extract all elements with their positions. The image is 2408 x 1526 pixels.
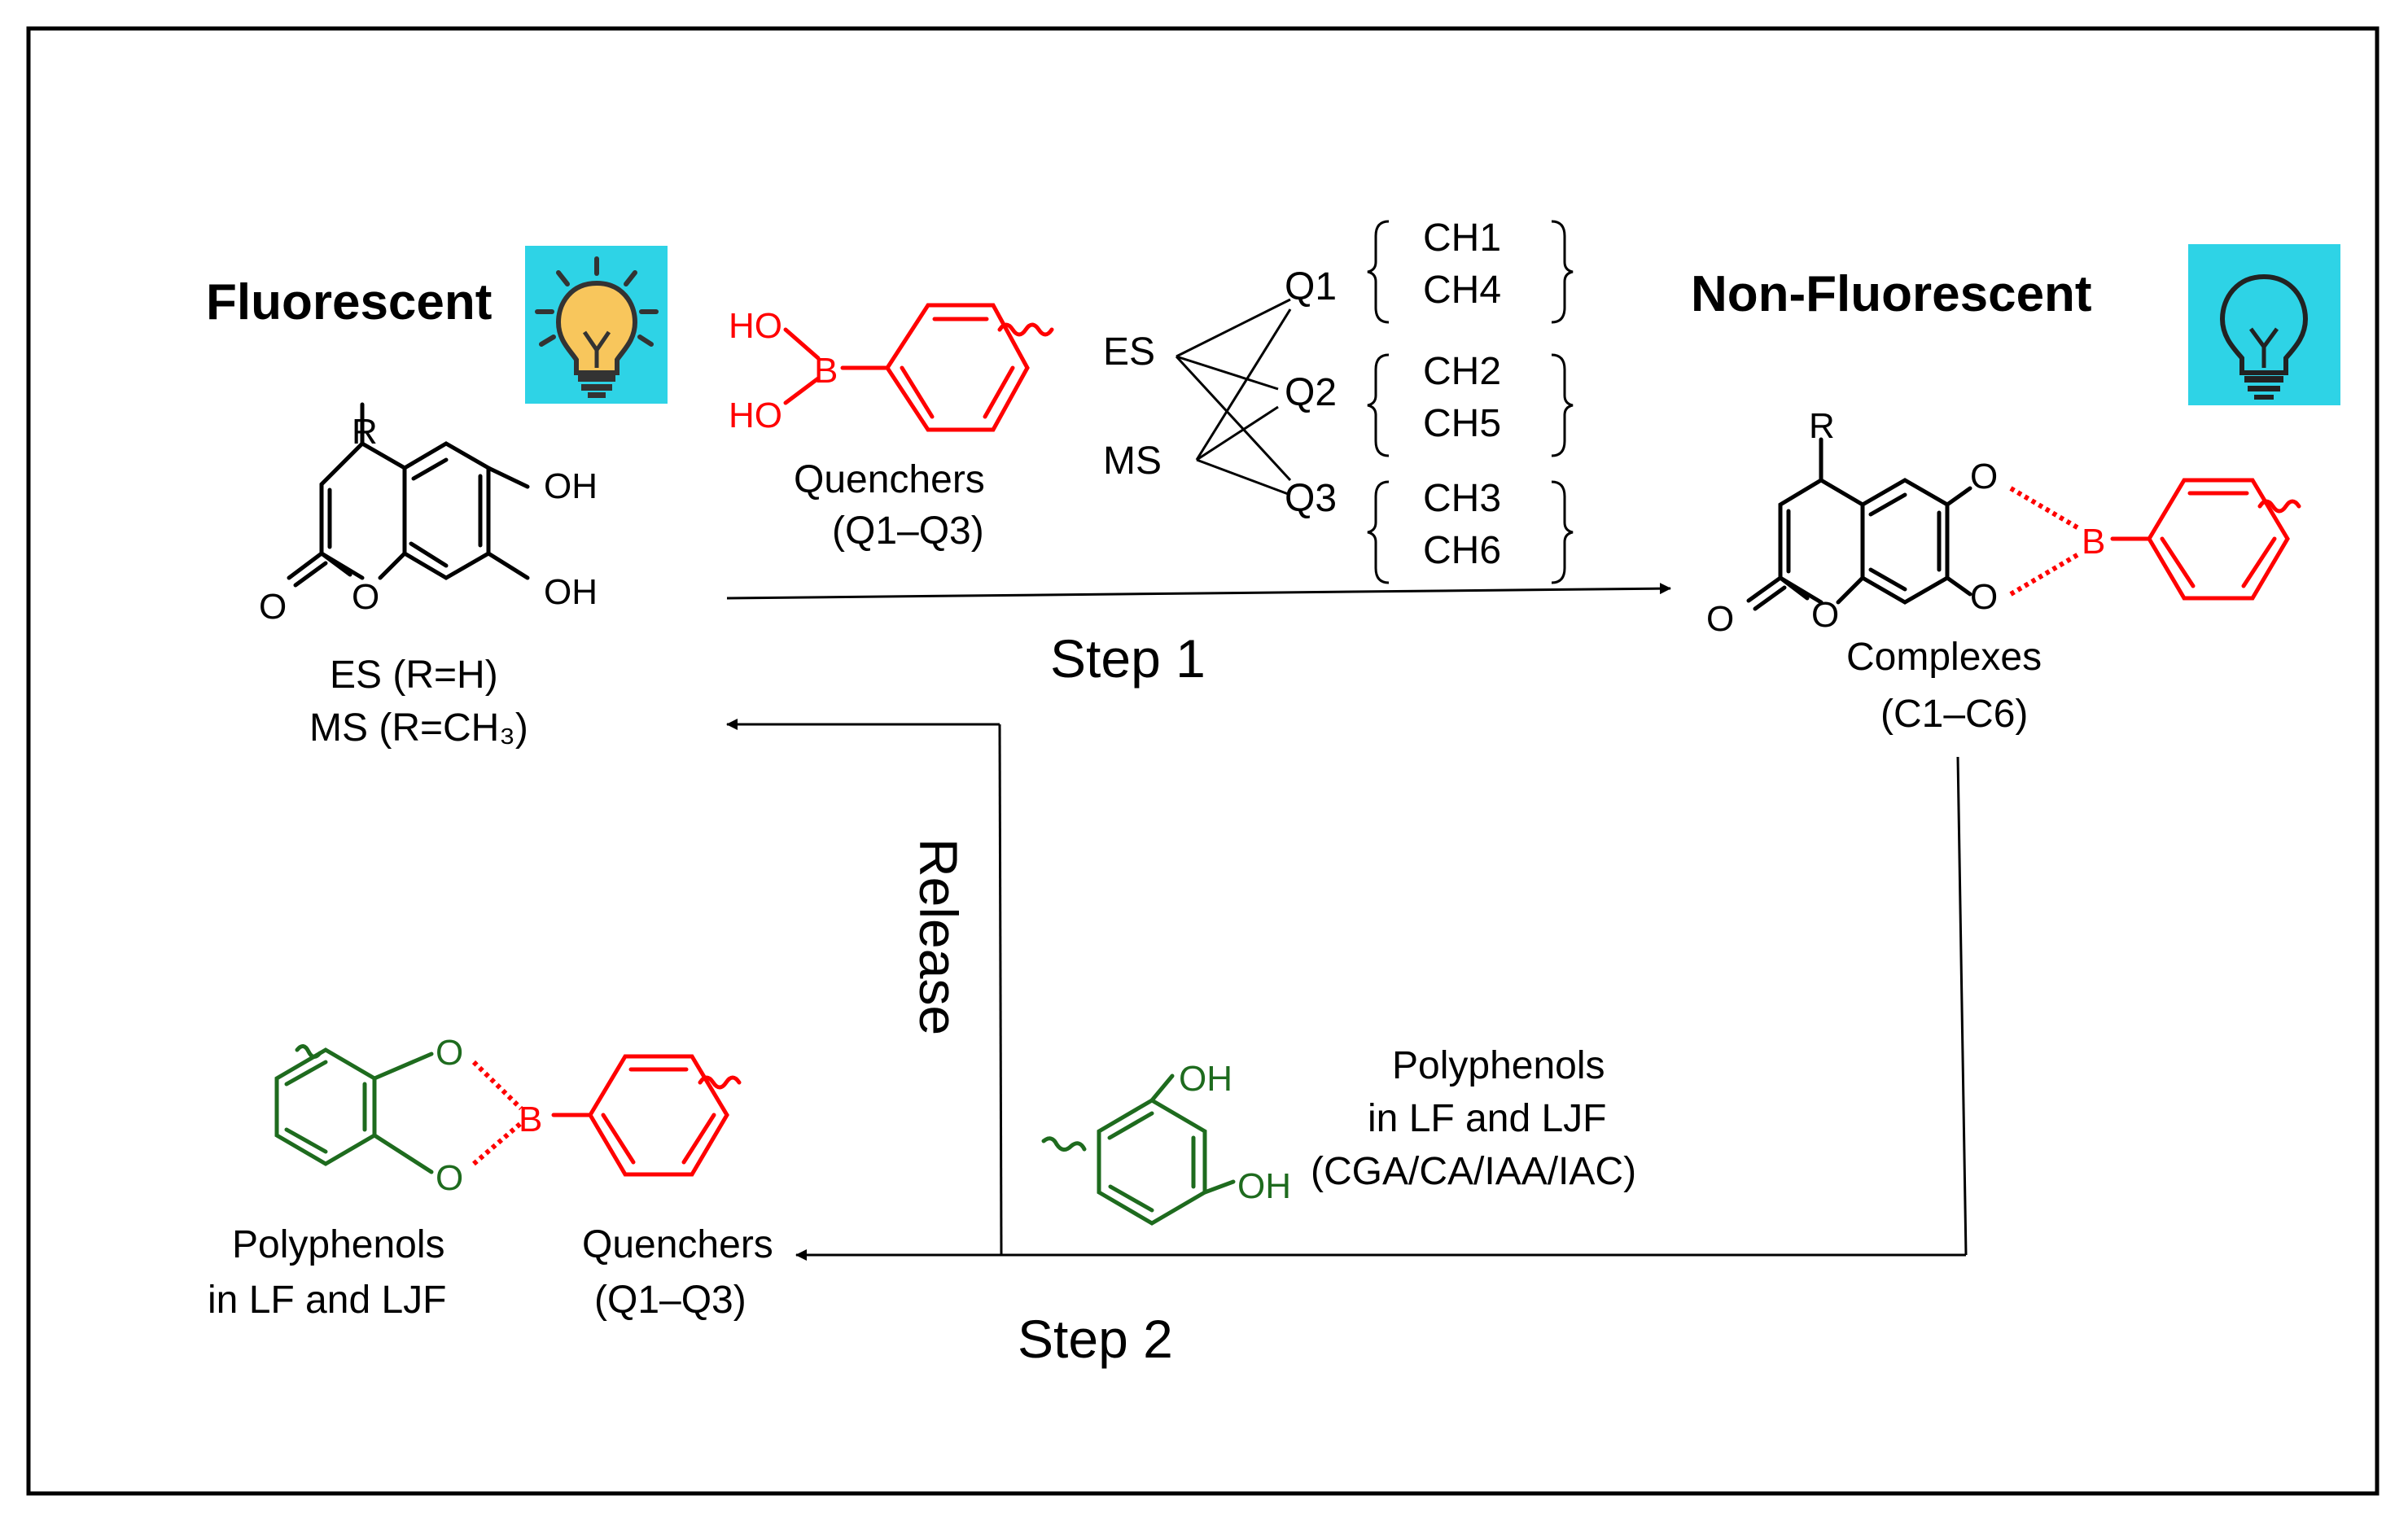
- complex-ring-o: O: [1811, 595, 1839, 635]
- combo-ch6: CH6: [1423, 529, 1501, 572]
- boronic-ho-bottom: HO: [729, 396, 782, 435]
- release-label: Release: [908, 838, 969, 1035]
- product-quenchers-line2: (Q1–Q3): [594, 1279, 746, 1322]
- product-catechol-ring: [274, 1044, 434, 1174]
- product-phenyl: [551, 1054, 742, 1177]
- complex-carbonyl-o: O: [1706, 599, 1734, 639]
- complexes-label: Complexes: [1846, 636, 2042, 679]
- catechol-structure: [1041, 1073, 1236, 1226]
- catechol-oh-top: OH: [1179, 1059, 1232, 1099]
- bulb-off-icon: [2188, 244, 2340, 405]
- product-polyphenols-line2: in LF and LJF: [208, 1279, 446, 1322]
- boronic-b: B: [814, 351, 838, 391]
- combination-lines: [1175, 298, 1292, 496]
- non-fluorescent-title: Non-Fluorescent: [1691, 266, 2092, 322]
- catechol-oh-bottom: OH: [1237, 1166, 1291, 1206]
- combo-q1: Q1: [1285, 265, 1337, 308]
- combo-ms: MS: [1103, 439, 1162, 483]
- product-o-top: O: [436, 1033, 463, 1073]
- combo-ch4: CH4: [1423, 269, 1501, 312]
- combo-ch3: CH3: [1423, 477, 1501, 520]
- quenchers-label: Quenchers: [794, 458, 985, 501]
- combo-es: ES: [1103, 330, 1155, 374]
- quenchers-range: (Q1–Q3): [832, 509, 984, 553]
- release-line: [998, 724, 1003, 1256]
- step1-label: Step 1: [1050, 628, 1206, 689]
- step1-arrow: [726, 583, 1671, 600]
- complex-b: B: [2082, 522, 2105, 562]
- product-polyphenols-line1: Polyphenols: [232, 1223, 445, 1266]
- boronic-acid-structure: [783, 303, 1054, 432]
- combo-q3: Q3: [1285, 477, 1337, 520]
- step2-label: Step 2: [1018, 1309, 1173, 1369]
- es-label: ES (R=H): [330, 654, 498, 697]
- polyphenols-reagent-line3: (CGA/CA/IAA/IAC): [1311, 1150, 1636, 1193]
- step2-right-line: [1956, 756, 1968, 1256]
- complexes-range: (C1–C6): [1880, 693, 2028, 736]
- boronic-ho-top: HO: [729, 306, 782, 346]
- fluorescent-title: Fluorescent: [206, 274, 492, 330]
- product-b: B: [519, 1100, 542, 1139]
- polyphenols-reagent-line2: in LF and LJF: [1368, 1097, 1606, 1140]
- complex-o-bottom: O: [1970, 577, 1998, 617]
- product-quenchers-line1: Quenchers: [582, 1223, 773, 1266]
- combo-ch2: CH2: [1423, 350, 1501, 393]
- coumarin-oh-bottom: OH: [544, 572, 598, 612]
- combo-ch5: CH5: [1423, 402, 1501, 445]
- coumarin-carbonyl-o: O: [259, 587, 287, 627]
- combo-braces: [1367, 220, 1574, 584]
- product-o-bottom: O: [436, 1158, 463, 1198]
- coumarin-oh-top: OH: [544, 466, 598, 506]
- figure-frame: [26, 26, 2380, 1496]
- bulb-on-icon: [525, 246, 668, 404]
- ms-label: MS (R=CH₃): [309, 706, 528, 750]
- complex-o-top: O: [1970, 457, 1998, 496]
- coumarin-structure: [287, 402, 530, 588]
- combo-ch1: CH1: [1423, 216, 1501, 260]
- complex-phenyl: [2110, 478, 2301, 601]
- complex-dashed-bonds: [2009, 486, 2082, 597]
- complex-structure: [1746, 437, 1972, 611]
- coumarin-ring-o: O: [352, 577, 379, 617]
- coumarin-r-label: R: [352, 412, 378, 452]
- product-dashed-bonds: [471, 1060, 523, 1166]
- polyphenols-reagent-line1: Polyphenols: [1392, 1044, 1605, 1087]
- combo-q2: Q2: [1285, 371, 1337, 414]
- complex-r-label: R: [1809, 406, 1835, 446]
